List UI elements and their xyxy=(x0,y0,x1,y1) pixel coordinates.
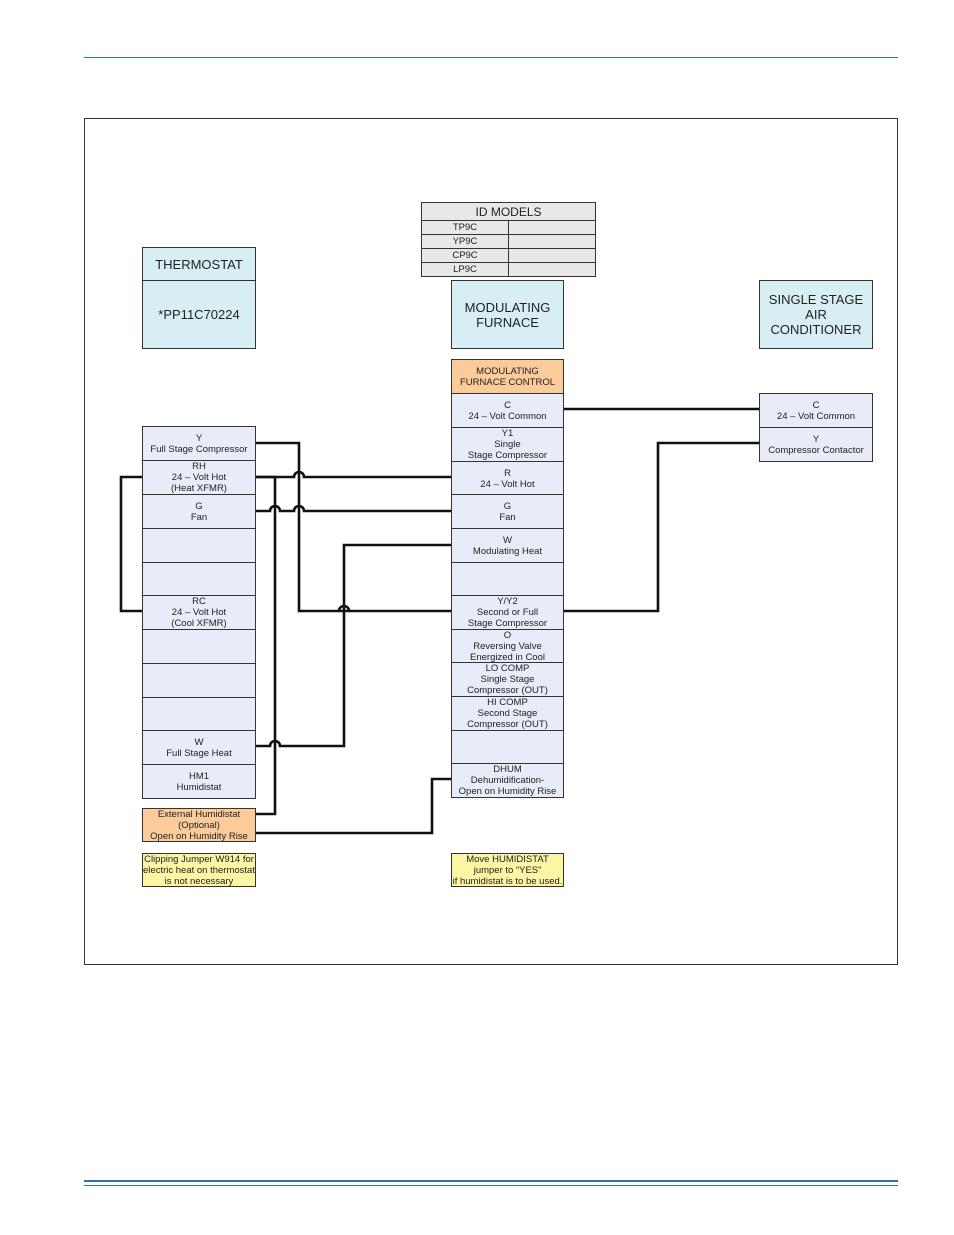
bottom-rule xyxy=(84,1180,898,1182)
humidistat-jumper-note: Move HUMIDISTAT jumper to “YES” if humid… xyxy=(451,853,564,887)
diagram-frame xyxy=(84,118,898,965)
bottom-rule-thin xyxy=(84,1185,898,1186)
model-cell: YP9C xyxy=(421,234,509,249)
furnace-terminal-lo-comp: LO COMP Single Stage Compressor (OUT) xyxy=(451,662,564,697)
thermostat-model: *PP11C70224 xyxy=(142,280,256,349)
furnace-terminal-y2: Y/Y2 Second or Full Stage Compressor xyxy=(451,595,564,630)
thermostat-terminal-empty xyxy=(142,629,256,664)
jumper-w914-note: Clipping Jumper W914 for electric heat o… xyxy=(142,853,256,887)
furnace-terminal-hi-comp: HI COMP Second Stage Compressor (OUT) xyxy=(451,696,564,731)
y-to-y2-wire xyxy=(256,441,451,613)
w-to-w-wire xyxy=(256,543,451,748)
id-models-table: ID MODELS TP9C YP9C CP9C LP9C xyxy=(421,202,596,277)
ac-header: SINGLE STAGE AIR CONDITIONER xyxy=(759,280,873,349)
furnace-terminal-r: R 24 – Volt Hot xyxy=(451,461,564,496)
thermostat-terminal-rc: RC 24 – Volt Hot (Cool XFMR) xyxy=(142,595,256,630)
thermostat-terminal-g: G Fan xyxy=(142,494,256,529)
thermostat-terminal-empty xyxy=(142,528,256,563)
furnace-header: MODULATING FURNACE xyxy=(451,280,564,349)
ac-terminal-y: Y Compressor Contactor xyxy=(759,427,873,462)
rh-rc-jumper-wire xyxy=(119,475,142,613)
external-humidistat-box: External Humidistat (Optional) Open on H… xyxy=(142,808,256,842)
top-rule xyxy=(84,57,898,58)
id-models-title: ID MODELS xyxy=(421,202,596,221)
furnace-terminal-g: G Fan xyxy=(451,494,564,529)
model-cell: LP9C xyxy=(421,262,509,277)
thermostat-terminal-empty xyxy=(142,562,256,597)
table-row: YP9C xyxy=(421,234,596,249)
thermostat-terminal-rh: RH 24 – Volt Hot (Heat XFMR) xyxy=(142,460,256,495)
g-to-g-wire xyxy=(256,504,451,513)
ac-terminal-c: C 24 – Volt Common xyxy=(759,393,873,428)
thermostat-header: THERMOSTAT xyxy=(142,247,256,281)
humidistat-to-dhum-wire xyxy=(256,777,451,835)
thermostat-terminal-hm1: HM1 Humidistat xyxy=(142,764,256,799)
table-row: LP9C xyxy=(421,262,596,277)
y2-to-ac-y-wire xyxy=(564,441,759,613)
w-vertical-hop xyxy=(337,604,351,612)
furnace-terminal-dhum: DHUM Dehumidification- Open on Humidity … xyxy=(451,763,564,798)
rh-to-humidistat-wire xyxy=(256,475,277,816)
furnace-terminal-w: W Modulating Heat xyxy=(451,528,564,563)
rh-to-r-wire xyxy=(256,470,451,479)
